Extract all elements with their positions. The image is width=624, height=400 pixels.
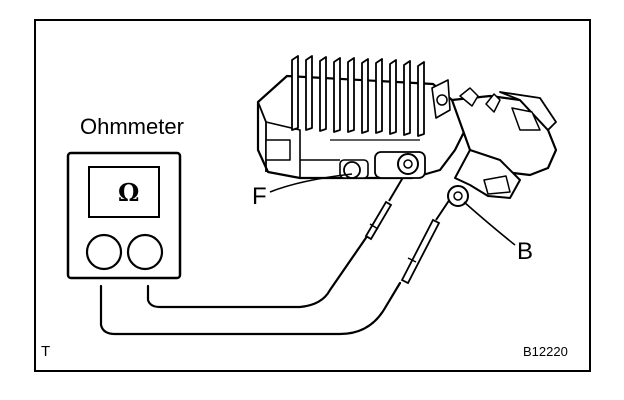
- reference-code: B12220: [523, 344, 568, 359]
- terminal-f-screw-left: [343, 161, 361, 179]
- ohmmeter: [66, 151, 182, 280]
- corner-mark: T: [41, 343, 51, 360]
- leader-b: [463, 201, 516, 246]
- probe-jack-right: [126, 233, 164, 271]
- cable-to-f: [146, 230, 372, 309]
- probe-b: [400, 195, 453, 285]
- callout-leaders: [269, 173, 516, 246]
- voltage-regulator: [256, 55, 558, 207]
- probe-jack-left: [85, 233, 123, 271]
- probe-cables: [99, 230, 402, 336]
- diagram-frame: [34, 19, 591, 372]
- ohmmeter-display: [88, 166, 160, 218]
- ohm-symbol: Ω: [118, 178, 140, 207]
- heat-sink-fins: [291, 55, 425, 137]
- leader-f: [269, 173, 353, 193]
- probe-f: [364, 173, 406, 241]
- terminal-f-label: F: [252, 183, 267, 210]
- cable-to-b: [99, 281, 402, 336]
- terminal-b-label: B: [517, 238, 534, 265]
- ohmmeter-title: Ohmmeter: [80, 114, 184, 139]
